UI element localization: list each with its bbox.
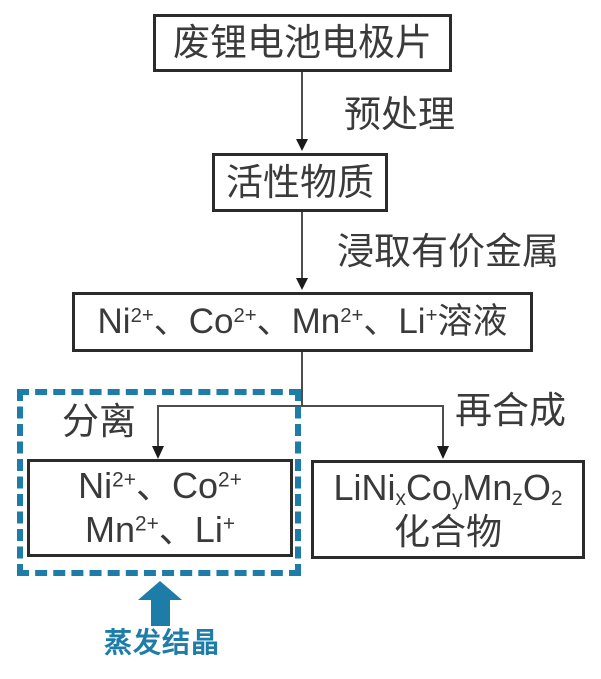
box-waste-electrode: 废锂电池电极片 — [153, 14, 452, 72]
edge-label-pretreatment: 预处理 — [344, 94, 455, 135]
box-ion-solution: Ni2+、Co2+、Mn2+、Li+溶液 — [72, 292, 533, 352]
box-separated-ions: Ni2+、Co2+ Mn2+、Li+ — [27, 459, 293, 557]
edge-label-separation: 分离 — [62, 401, 136, 442]
edge-label-leach-metals: 浸取有价金属 — [337, 231, 559, 272]
edge-label-evaporation-crystallization: 蒸发结晶 — [104, 627, 221, 658]
arrowhead-leach-icon — [296, 278, 308, 290]
box-ion-solution-label: Ni2+、Co2+、Mn2+、Li+溶液 — [97, 301, 508, 341]
edge-label-resynthesis: 再合成 — [455, 390, 566, 431]
evaporation-up-arrow-icon — [138, 581, 182, 626]
box-compound-line1: LiNixCoyMnzO2 — [333, 466, 563, 510]
box-waste-electrode-label: 废锂电池电极片 — [173, 22, 432, 64]
box-separated-ions-line1: Ni2+、Co2+ — [78, 465, 242, 507]
arrowhead-pretreatment-icon — [296, 139, 308, 151]
box-active-material: 活性物质 — [212, 153, 388, 212]
box-compound: LiNixCoyMnzO2 化合物 — [311, 460, 585, 559]
separation-highlight-dashed-box — [17, 389, 301, 576]
box-separated-ions-line2: Mn2+、Li+ — [84, 509, 236, 550]
box-active-material-label: 活性物质 — [226, 161, 374, 203]
box-compound-line2: 化合物 — [393, 510, 502, 552]
arrowhead-resynthesis-icon — [437, 446, 449, 459]
